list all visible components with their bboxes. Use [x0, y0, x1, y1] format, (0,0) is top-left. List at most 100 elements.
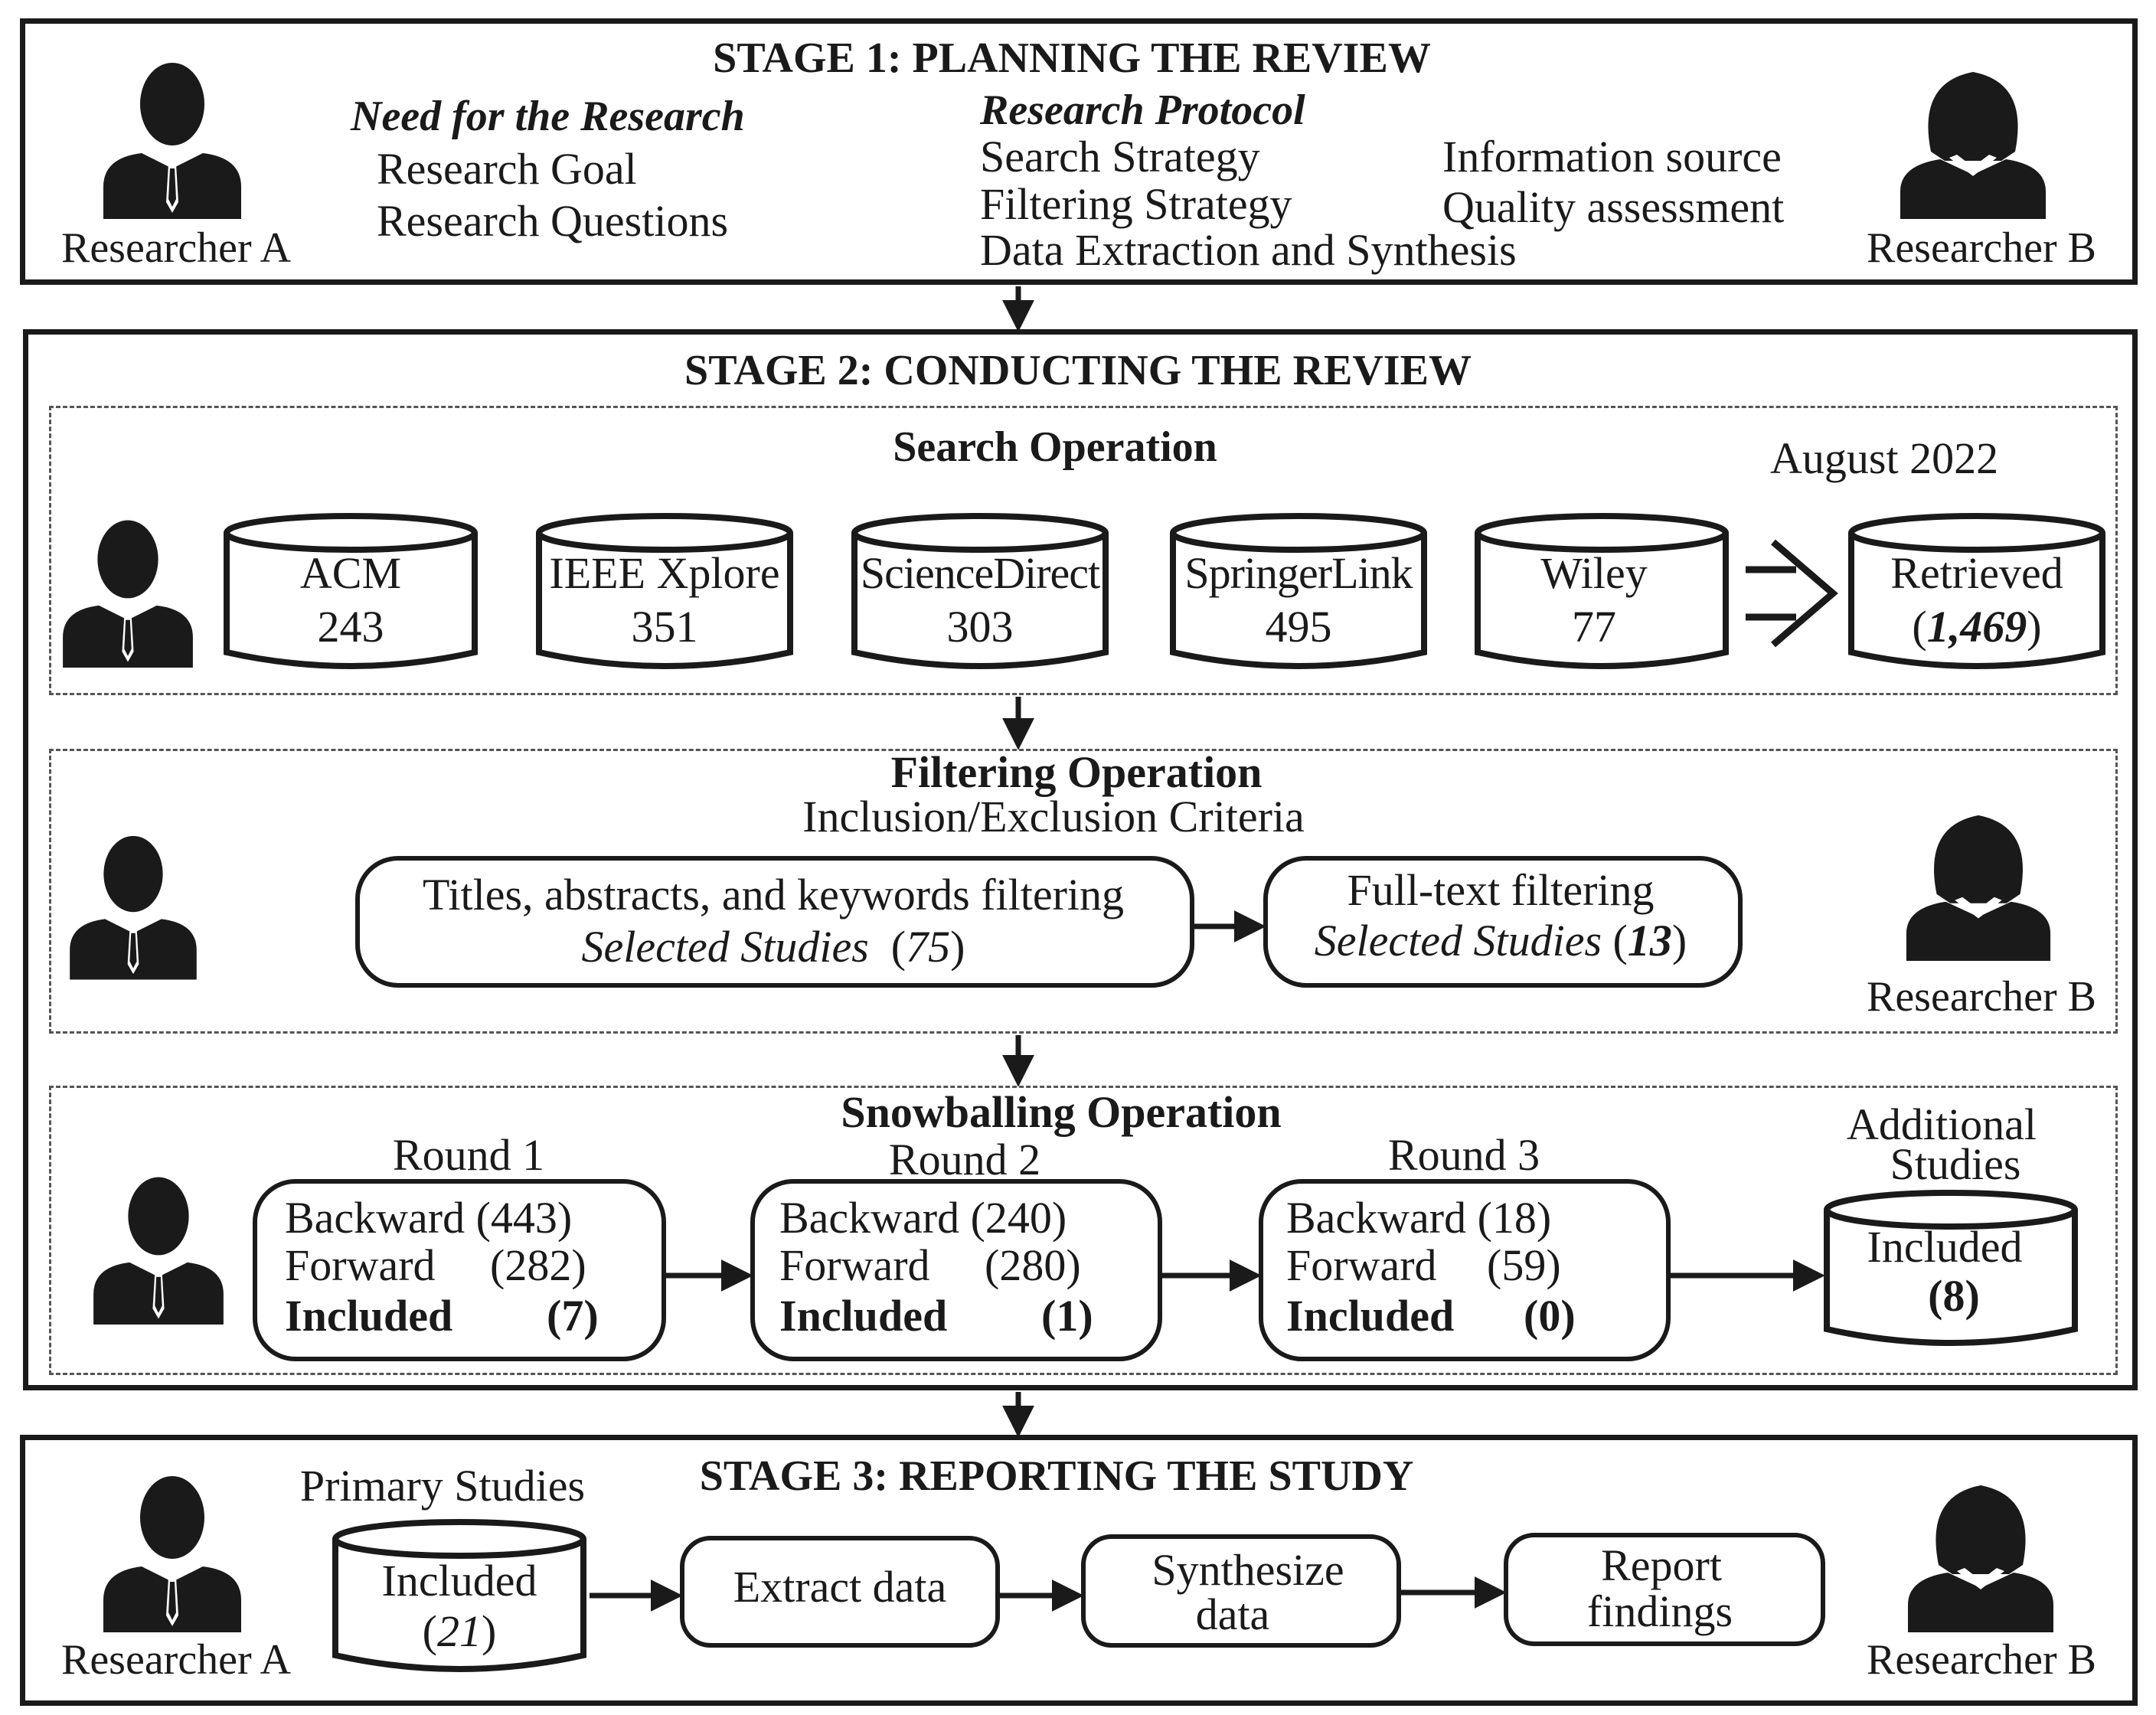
database-cylinder-ieee — [536, 513, 793, 669]
search-date: August 2022 — [1770, 433, 1999, 483]
stage2-title: STAGE 2: CONDUCTING THE REVIEW — [684, 347, 1472, 394]
researcher-female-icon — [1900, 72, 2046, 219]
database-name-wiley: Wiley — [1540, 548, 1648, 598]
full-text-filter-label: Full-text filtering — [1347, 865, 1655, 915]
database-count-acm: 243 — [317, 602, 384, 652]
full-text-filter-box — [1263, 856, 1743, 988]
retrieved-count: 1,469 — [1926, 602, 2027, 652]
round1-box — [253, 1179, 666, 1361]
additional-included-label: Included — [1867, 1222, 2023, 1272]
researcher-a-label: Researcher A — [60, 224, 292, 272]
stage1-title: STAGE 1: PLANNING THE REVIEW — [713, 34, 1431, 82]
filtering-subtitle: Inclusion/Exclusion Criteria — [802, 792, 1305, 841]
stage1-panel — [20, 18, 2138, 285]
database-name-springerlink: SpringerLink — [1184, 548, 1413, 598]
round1-label: Round 1 — [392, 1130, 545, 1180]
stage3-title: STAGE 3: REPORTING THE STUDY — [699, 1452, 1414, 1500]
primary-included-count-wrapper: (21) — [422, 1606, 497, 1656]
database-count-springerlink: 495 — [1265, 602, 1332, 652]
primary-included-count: 21 — [437, 1606, 482, 1656]
database-cylinder-additional — [1824, 1190, 2078, 1346]
protocol-item-information-source: Information source — [1442, 132, 1782, 181]
step2-selected-label: Selected Studies — [1314, 916, 1602, 965]
round2-forward-count: (280) — [985, 1240, 1081, 1290]
round2-box — [750, 1179, 1162, 1361]
need-item-research-goal: Research Goal — [377, 144, 637, 194]
researcher-female-icon — [1908, 1485, 2053, 1632]
round2-backward: Backward (240) — [779, 1193, 1067, 1243]
researcher-b-label: Researcher B — [1866, 224, 2097, 272]
snowballing-operation-title: Snowballing Operation — [841, 1087, 1282, 1137]
researcher-male-icon — [70, 835, 197, 980]
extract-data-box — [680, 1536, 1000, 1648]
synthesize-data-label-line2: data — [1195, 1589, 1270, 1639]
retrieved-count-wrapper: (1,469) — [1912, 602, 2042, 652]
researcher-male-icon — [63, 520, 193, 668]
database-name-sciencedirect: ScienceDirect — [860, 548, 1100, 598]
additional-included-count: (8) — [1928, 1271, 1980, 1321]
need-item-research-questions: Research Questions — [377, 196, 729, 246]
titles-abstracts-filter-label: Titles, abstracts, and keywords filterin… — [422, 870, 1125, 920]
database-cylinder-retrieved — [1848, 513, 2105, 669]
step2-selected-count: 13 — [1627, 916, 1672, 965]
database-cylinder-springerlink — [1170, 513, 1427, 669]
protocol-item-filtering-strategy: Filtering Strategy — [980, 179, 1292, 229]
round1-forward: Forward — [285, 1240, 436, 1290]
filtering-researcher-b-label: Researcher B — [1866, 973, 2097, 1021]
researcher-male-icon — [103, 63, 241, 219]
primary-studies-label: Primary Studies — [299, 1461, 586, 1511]
round2-included: Included — [779, 1291, 948, 1341]
additional-studies-title-line1: Additional — [1846, 1099, 2037, 1149]
round3-label: Round 3 — [1387, 1130, 1540, 1180]
need-for-research-heading: Need for the Research — [351, 93, 745, 140]
report-findings-label-line1: Report — [1601, 1540, 1722, 1590]
filtering-operation-title: Filtering Operation — [890, 747, 1263, 797]
primary-included-label: Included — [381, 1556, 537, 1606]
database-cylinder-acm — [224, 513, 478, 669]
researcher-male-icon — [103, 1476, 241, 1632]
round2-included-count: (1) — [1041, 1291, 1093, 1341]
report-findings-box — [1504, 1533, 1825, 1646]
round1-included-count: (7) — [547, 1291, 599, 1341]
round1-forward-count: (282) — [490, 1240, 586, 1290]
database-cylinder-sciencedirect — [851, 513, 1109, 669]
step1-selected-wrapper: Selected Studies (75) — [581, 922, 965, 972]
protocol-item-search-strategy: Search Strategy — [980, 132, 1260, 181]
database-name-ieee: IEEE Xplore — [549, 548, 780, 598]
double-arrow-icon — [1746, 539, 1838, 648]
filtering-operation-panel — [49, 749, 2118, 1034]
titles-abstracts-filter-box — [355, 856, 1194, 988]
database-cylinder-wiley — [1475, 513, 1729, 669]
round3-included-count: (0) — [1524, 1291, 1576, 1341]
round3-included: Included — [1286, 1291, 1455, 1341]
database-count-ieee: 351 — [631, 602, 698, 652]
database-count-sciencedirect: 303 — [946, 602, 1014, 652]
round3-backward: Backward (18) — [1286, 1193, 1552, 1243]
protocol-item-data-extraction: Data Extraction and Synthesis — [980, 225, 1517, 275]
stage3-researcher-a-label: Researcher A — [60, 1636, 292, 1684]
research-protocol-heading: Research Protocol — [980, 87, 1305, 134]
step2-selected-wrapper: Selected Studies (13) — [1314, 916, 1687, 965]
researcher-male-icon — [93, 1177, 224, 1325]
step1-selected-count: 75 — [906, 922, 951, 972]
researcher-female-icon — [1906, 815, 2051, 961]
round3-forward-count: (59) — [1487, 1240, 1561, 1290]
round3-forward: Forward — [1286, 1240, 1437, 1290]
retrieved-label: Retrieved — [1890, 548, 2063, 598]
synthesize-data-box — [1081, 1534, 1401, 1648]
search-operation-panel — [49, 406, 2118, 695]
database-count-wiley: 77 — [1572, 602, 1616, 652]
snowballing-operation-panel — [49, 1086, 2118, 1375]
round2-label: Round 2 — [888, 1135, 1041, 1184]
search-operation-title: Search Operation — [893, 423, 1217, 471]
extract-data-label: Extract data — [733, 1562, 947, 1612]
protocol-item-quality-assessment: Quality assessment — [1442, 182, 1785, 232]
round1-backward: Backward (443) — [285, 1193, 573, 1243]
report-findings-label-line2: findings — [1586, 1586, 1733, 1636]
additional-studies-title-line2: Studies — [1890, 1139, 2021, 1189]
database-name-acm: ACM — [299, 548, 402, 598]
round1-included: Included — [285, 1291, 453, 1341]
round2-forward: Forward — [779, 1240, 930, 1290]
step1-selected-label: Selected Studies — [581, 922, 869, 972]
